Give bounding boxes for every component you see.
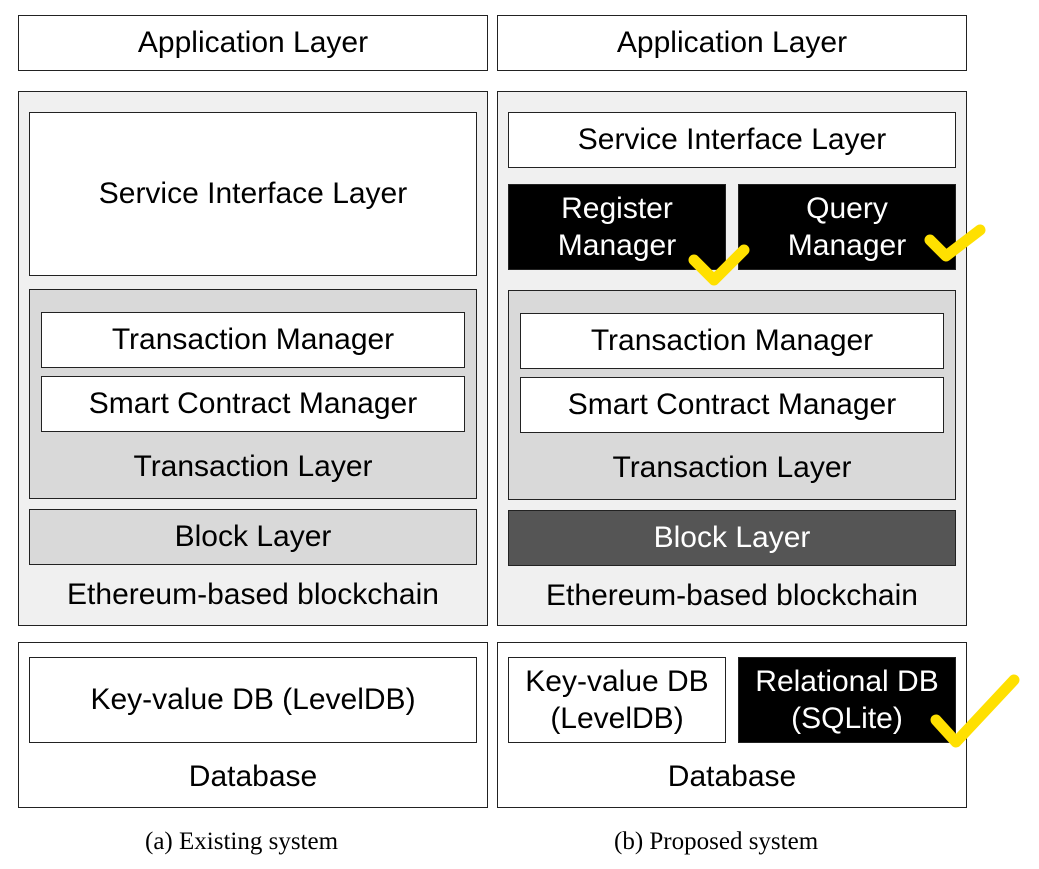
- right-transaction-layer: Transaction Manager Smart Contract Manag…: [508, 290, 956, 500]
- left-application-layer-label: Application Layer: [137, 26, 369, 60]
- right-blockchain-container: Service Interface Layer Register Manager…: [497, 91, 967, 626]
- left-service-interface-layer: Service Interface Layer: [29, 112, 477, 276]
- left-block-layer-label: Block Layer: [174, 520, 332, 554]
- right-query-manager: Query Manager: [738, 184, 956, 270]
- left-transaction-layer-label: Transaction Layer: [133, 450, 373, 483]
- left-caption: (a) Existing system: [145, 828, 339, 855]
- left-blockchain-label: Ethereum-based blockchain: [67, 578, 439, 611]
- right-smart-contract-manager-label: Smart Contract Manager: [567, 388, 897, 422]
- right-smart-contract-manager: Smart Contract Manager: [520, 377, 944, 433]
- checkmark-icon: [924, 224, 986, 262]
- right-key-value-db: Key-value DB (LevelDB): [508, 657, 726, 743]
- left-application-layer: Application Layer: [18, 15, 488, 71]
- right-key-value-db-line2: (LevelDB): [550, 702, 684, 735]
- left-database-label: Database: [188, 760, 318, 793]
- left-key-value-db: Key-value DB (LevelDB): [29, 657, 477, 743]
- right-transaction-manager: Transaction Manager: [520, 313, 944, 369]
- right-query-manager-line2: Manager: [787, 229, 907, 262]
- checkmark-icon: [930, 674, 1020, 748]
- right-block-layer: Block Layer: [508, 510, 956, 566]
- right-relational-db-line1: Relational DB: [755, 664, 939, 698]
- left-key-value-db-label: Key-value DB (LevelDB): [90, 683, 416, 717]
- left-smart-contract-manager: Smart Contract Manager: [41, 376, 465, 432]
- right-caption: (b) Proposed system: [614, 828, 819, 855]
- left-transaction-manager-label: Transaction Manager: [111, 323, 395, 357]
- right-transaction-manager-label: Transaction Manager: [590, 324, 874, 358]
- right-relational-db-line2: (SQLite): [791, 702, 903, 735]
- right-register-manager-line1: Register: [561, 191, 673, 225]
- left-service-interface-layer-label: Service Interface Layer: [98, 177, 408, 211]
- right-transaction-layer-label: Transaction Layer: [612, 451, 852, 484]
- right-query-manager-line1: Query: [806, 191, 888, 225]
- right-application-layer: Application Layer: [497, 15, 967, 71]
- left-transaction-layer: Transaction Manager Smart Contract Manag…: [29, 289, 477, 499]
- right-service-interface-layer-label: Service Interface Layer: [577, 123, 887, 157]
- right-application-layer-label: Application Layer: [616, 26, 848, 60]
- left-block-layer: Block Layer: [29, 509, 477, 565]
- right-blockchain-label: Ethereum-based blockchain: [546, 579, 918, 612]
- right-relational-db: Relational DB (SQLite): [738, 657, 956, 743]
- right-register-manager-line2: Manager: [557, 229, 677, 262]
- right-block-layer-label: Block Layer: [653, 521, 811, 555]
- left-transaction-manager: Transaction Manager: [41, 312, 465, 368]
- right-register-manager: Register Manager: [508, 184, 726, 270]
- left-blockchain-container: Service Interface Layer Transaction Mana…: [18, 91, 488, 626]
- checkmark-icon: [688, 244, 750, 286]
- right-service-interface-layer: Service Interface Layer: [508, 112, 956, 168]
- right-database-container: Key-value DB (LevelDB) Relational DB (SQ…: [497, 642, 967, 808]
- left-database-container: Key-value DB (LevelDB) Database: [18, 642, 488, 808]
- right-database-label: Database: [667, 760, 797, 793]
- right-key-value-db-line1: Key-value DB: [525, 664, 709, 698]
- left-smart-contract-manager-label: Smart Contract Manager: [88, 387, 418, 421]
